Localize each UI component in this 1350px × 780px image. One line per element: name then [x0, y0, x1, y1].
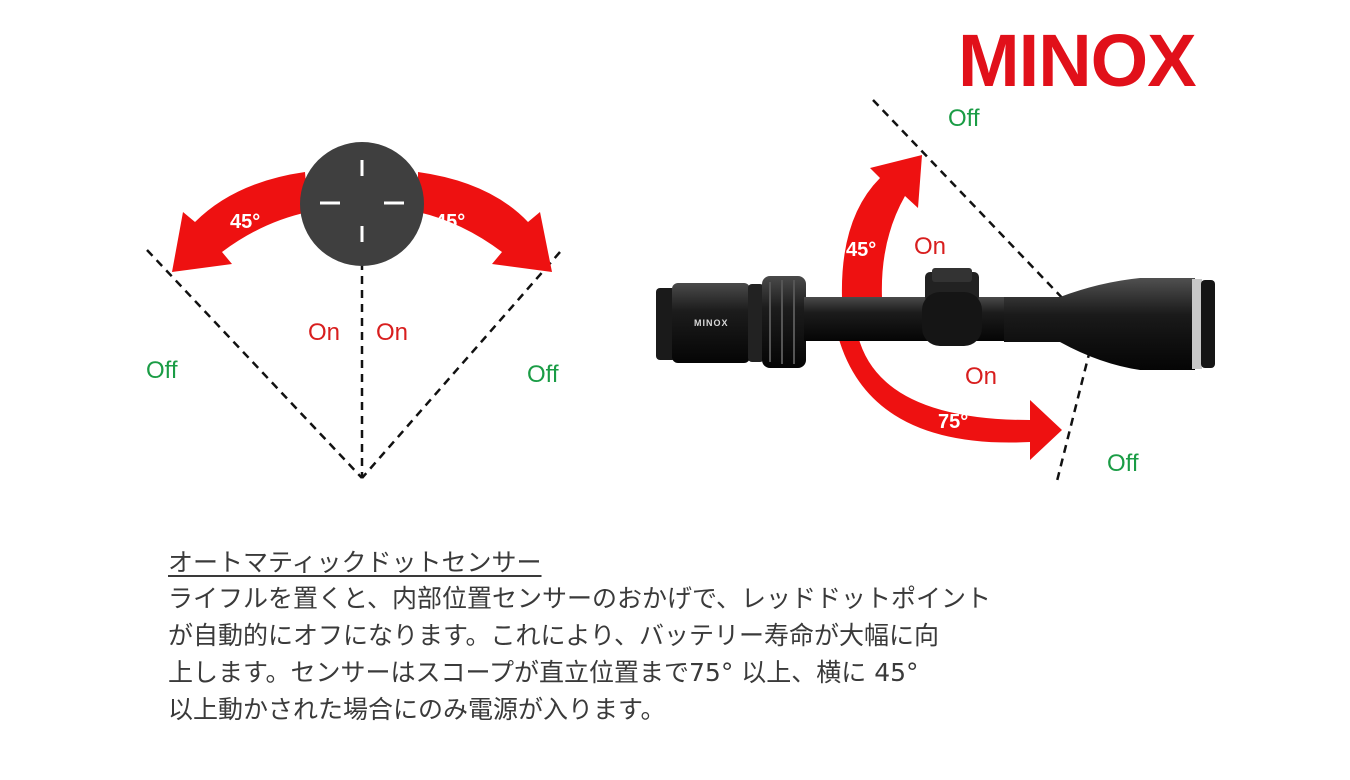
angle-down-label: 75°: [938, 411, 968, 433]
on-left-label: On: [308, 319, 340, 346]
minox-logo: MINOX: [958, 19, 1196, 102]
on-upper-label: On: [914, 233, 946, 260]
reticle-crosshair-icon: [320, 160, 404, 242]
off-upper-label: Off: [948, 105, 980, 132]
riflescope: MINOX: [656, 268, 1215, 370]
scope-brand-label: MINOX: [694, 318, 729, 328]
caption-line: 以上動かされた場合にのみ電源が入ります。: [168, 695, 666, 724]
off-left-label: Off: [146, 357, 178, 384]
caption-line: ライフルを置くと、内部位置センサーのおかげで、レッドドットポイント: [168, 584, 992, 613]
sensor-diagram: MINOX 45° 45° On On Off Off: [146, 19, 1215, 486]
arrow-right-45: [418, 172, 552, 272]
off-lower-label: Off: [1107, 450, 1139, 477]
off-right-label: Off: [527, 361, 559, 388]
left-tilt-diagram: 45° 45° On On Off Off: [146, 142, 561, 479]
arrow-up-45: [841, 155, 922, 298]
caption-line: が自動的にオフになります。これにより、バッテリー寿命が大幅に向: [168, 621, 940, 650]
angle-left-label: 45°: [230, 211, 260, 233]
on-lower-label: On: [965, 363, 997, 390]
off-boundary-upper: [872, 99, 1069, 305]
off-boundary-left: [146, 249, 363, 479]
caption-line: 上します。センサーはスコープが直立位置まで75° 以上、横に 45°: [168, 658, 919, 687]
off-boundary-lower: [1054, 349, 1092, 486]
arrow-left-45: [172, 172, 308, 272]
reticle-dial: [300, 142, 424, 266]
angle-up-label: 45°: [846, 239, 876, 261]
angle-right-label: 45°: [435, 211, 465, 233]
caption: オートマティックドットセンサー ライフルを置くと、内部位置センサーのおかげで、レ…: [168, 546, 1168, 728]
on-right-label: On: [376, 319, 408, 346]
right-elevation-diagram: MINOX 45° 75° On On Off Off: [656, 99, 1215, 486]
arrow-down-75: [838, 336, 1062, 460]
caption-title: オートマティックドットセンサー: [168, 548, 542, 577]
